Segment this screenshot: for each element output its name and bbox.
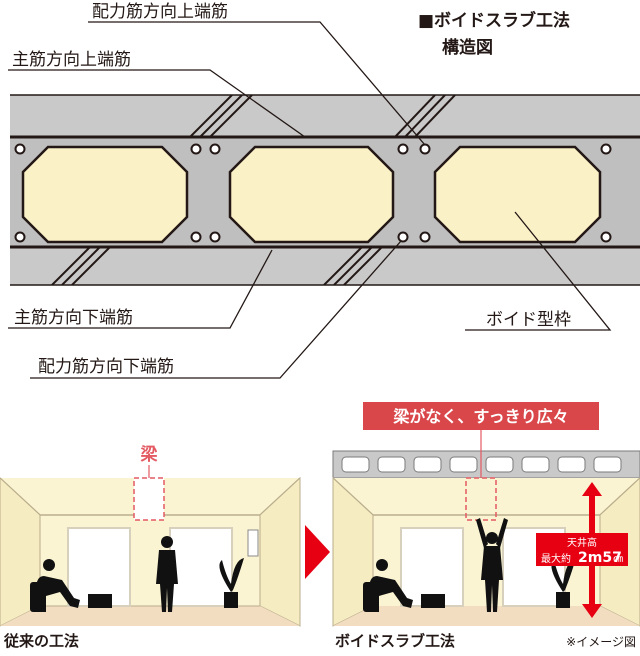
ceiling-height-value: 2m57 (578, 550, 622, 566)
people-silhouettes-right (363, 518, 576, 612)
void-forms (21, 145, 602, 244)
standing-person (156, 550, 178, 612)
people-silhouettes-left (30, 536, 244, 612)
ceiling-height-unit: ㎝ (613, 554, 623, 565)
void-form-2 (228, 145, 395, 244)
ceiling-height-label: 天井高 (567, 536, 597, 549)
beam-label: 梁 (140, 444, 159, 465)
floor-left (0, 606, 300, 626)
leader-main-lower (8, 249, 273, 329)
caption-void-slab: ボイドスラブ工法 (335, 632, 455, 650)
banner (363, 402, 599, 430)
slab-top-layer (10, 95, 640, 137)
distribution-rebars (14, 143, 612, 243)
label-haiki-upper: 配力筋方向上端筋 (92, 2, 228, 22)
ceiling-height-prefix: 最大約 (541, 552, 571, 565)
label-main-upper: 主筋方向上端筋 (12, 50, 131, 70)
label-main-lower: 主筋方向下端筋 (14, 308, 133, 328)
stretching-person (481, 546, 503, 612)
leader-lines (8, 21, 612, 379)
slab-bottom-layer (10, 247, 640, 285)
plant-leaves (219, 558, 244, 592)
diagram-subtitle: 構造図 (442, 37, 493, 58)
label-haiki-lower: 配力筋方向下端筋 (38, 357, 174, 377)
diagram-title: ■ボイドスラブ工法 (418, 10, 570, 31)
stretching-person-head (486, 532, 498, 544)
caption-conventional: 従来の工法 (3, 632, 79, 650)
ceiling-height-box (536, 533, 628, 566)
banner-text: 梁がなく、すっきり広々 (392, 407, 568, 426)
armchair-person (36, 576, 80, 612)
void-slab-room: 梁がなく、すっきり広々 天井高 最大約 2m57 ㎝ ボイドスラブ工法 ※イメー… (332, 402, 640, 650)
void-form-1 (21, 145, 189, 244)
main-rebars (10, 135, 640, 249)
leader-haiki-upper (88, 21, 426, 146)
leader-void-form (465, 211, 612, 331)
removed-beam-outline (465, 477, 497, 521)
side-table (88, 594, 112, 608)
break-marks (51, 95, 456, 285)
beam-outline (133, 477, 165, 521)
leader-haiki-lower (30, 240, 402, 379)
conventional-room: 梁 従来の工法 (0, 444, 301, 650)
slab-voids (341, 456, 622, 473)
slab-edges (10, 94, 640, 286)
floor-right (333, 606, 640, 626)
void-slab-section: 配力筋方向上端筋 主筋方向上端筋 主筋方向下端筋 配力筋方向下端筋 ボイド型枠 … (8, 2, 640, 379)
plant-pot (224, 592, 238, 608)
comparison-arrow-icon (305, 525, 330, 579)
void-form-3 (433, 145, 602, 244)
standing-person-head (161, 536, 173, 548)
leader-main-upper (8, 69, 306, 138)
image-note: ※イメージ図 (566, 635, 636, 649)
label-void-form: ボイド型枠 (486, 310, 571, 330)
